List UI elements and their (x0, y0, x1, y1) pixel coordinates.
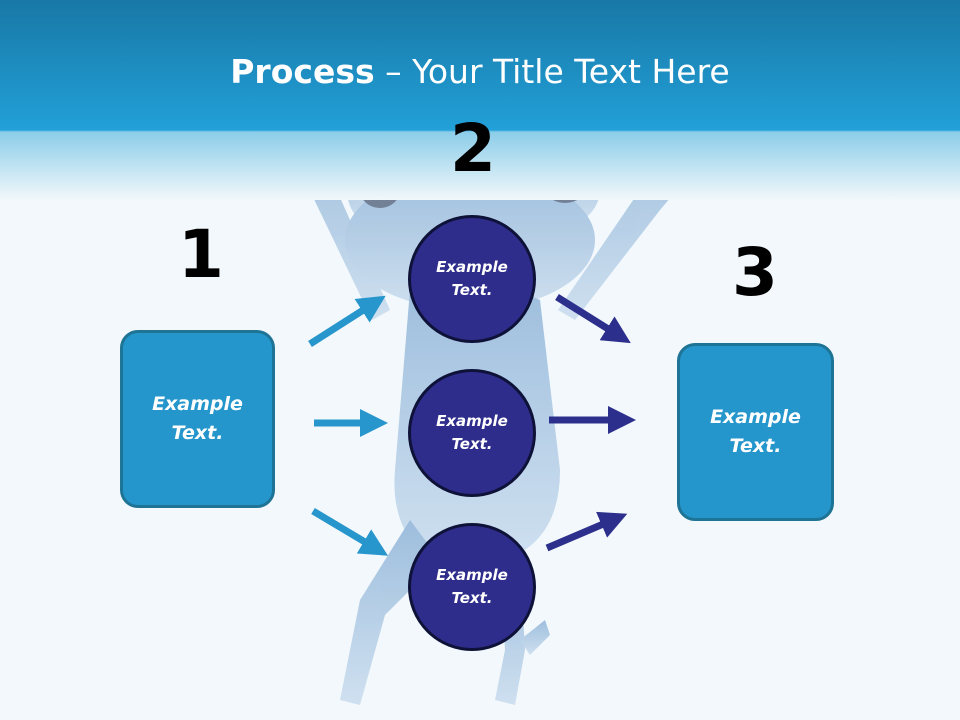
left-step-box-label: Example Text. (152, 393, 243, 444)
header-band (0, 0, 960, 200)
process-circle-top-label: Example Text. (436, 258, 508, 299)
step-number-1: 1 (178, 216, 224, 293)
process-circle-top: Example Text. (408, 215, 536, 343)
title-rest: – Your Title Text Here (374, 52, 730, 91)
arrow-left-to-top (308, 295, 386, 347)
process-circle-bottom: Example Text. (408, 523, 536, 651)
title-bold: Process (230, 52, 375, 91)
left-step-box: Example Text. (120, 330, 275, 508)
step-number-3: 3 (732, 234, 778, 311)
page-title: Process – Your Title Text Here (0, 52, 960, 91)
process-circle-middle-label: Example Text. (436, 412, 508, 453)
step-number-2: 2 (450, 110, 496, 187)
arrow-bottom-to-right (545, 511, 628, 552)
right-step-box: Example Text. (677, 343, 834, 521)
process-circle-bottom-label: Example Text. (436, 566, 508, 607)
right-step-box-label: Example Text. (710, 406, 801, 457)
arrow-left-to-bottom (311, 507, 389, 556)
arrow-top-to-right (555, 294, 631, 344)
process-circle-middle: Example Text. (408, 369, 536, 497)
